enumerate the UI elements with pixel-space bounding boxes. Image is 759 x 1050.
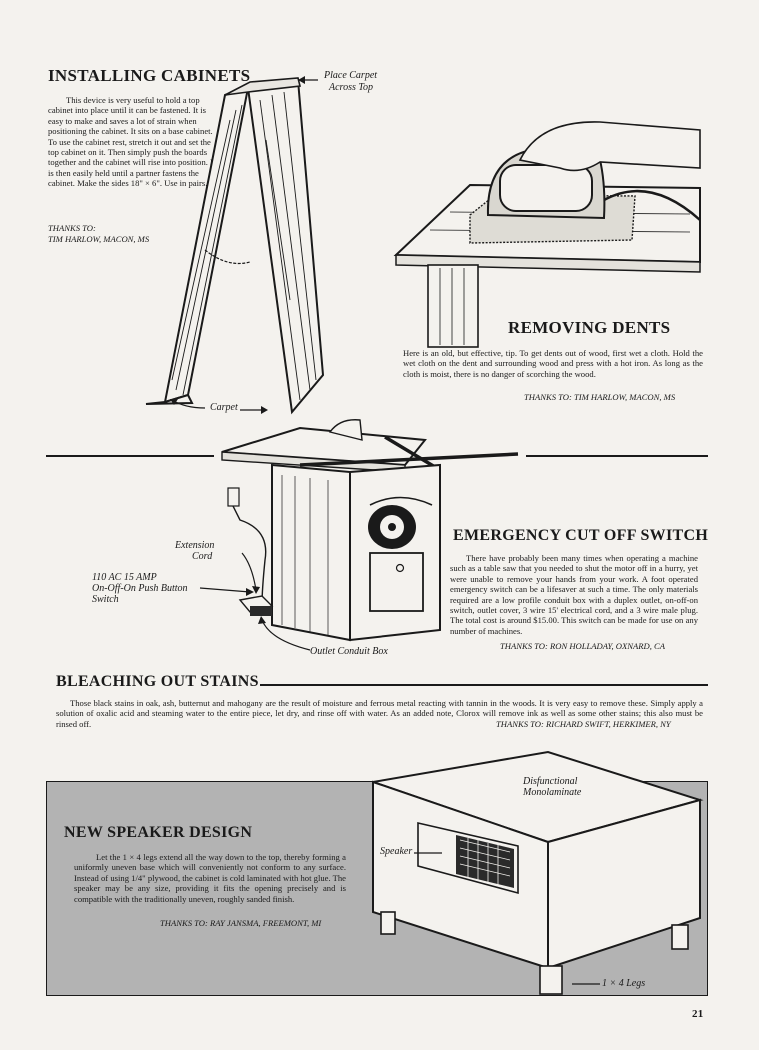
switch-thanks: THANKS TO: RON HOLLADAY, OXNARD, CA	[500, 641, 665, 651]
label-outlet-box: Outlet Conduit Box	[310, 646, 388, 657]
stains-title: BLEACHING OUT STAINS	[56, 673, 259, 690]
stains-divider	[260, 684, 708, 686]
label-place-carpet: Place Carpet	[324, 70, 378, 81]
page-number: 21	[692, 1008, 704, 1020]
switch-body: There have probably been many times when…	[450, 553, 698, 636]
label-switch-rating: 110 AC 15 AMP	[92, 572, 157, 583]
switch-title: EMERGENCY CUT OFF SWITCH	[453, 527, 709, 544]
divider-right	[526, 455, 708, 457]
stains-body: Those black stains in oak, ash, butternu…	[56, 698, 703, 729]
label-disfunctional: Disfunctional	[523, 776, 578, 787]
label-carpet: Carpet	[210, 402, 238, 413]
divider-left	[46, 455, 214, 457]
cabinets-thanks-name: TIM HARLOW, MACON, MS	[48, 234, 150, 244]
label-speaker: Speaker	[380, 846, 413, 857]
stains-thanks: THANKS TO: RICHARD SWIFT, HERKIMER, NY	[496, 719, 671, 729]
speaker-body: Let the 1 × 4 legs extend all the way do…	[74, 852, 346, 904]
label-cord: Cord	[192, 551, 213, 562]
label-extension: Extension	[175, 540, 215, 551]
label-monolaminate: Monolaminate	[523, 787, 582, 798]
cabinets-title: INSTALLING CABINETS	[48, 66, 251, 85]
speaker-title: NEW SPEAKER DESIGN	[64, 824, 253, 841]
dents-thanks: THANKS TO: TIM HARLOW, MACON, MS	[524, 392, 676, 402]
label-push-button: On-Off-On Push Button	[92, 583, 188, 594]
cabinets-thanks-label: THANKS TO:	[48, 223, 96, 233]
dents-title: REMOVING DENTS	[508, 318, 671, 337]
speaker-thanks: THANKS TO: RAY JANSMA, FREEMONT, MI	[160, 918, 322, 928]
label-across-top: Across Top	[329, 82, 373, 93]
dents-body: Here is an old, but effective, tip. To g…	[403, 348, 703, 379]
label-switch: Switch	[92, 594, 119, 605]
cabinets-body: This device is very useful to hold a top…	[48, 95, 216, 189]
label-legs: 1 × 4 Legs	[602, 978, 646, 989]
